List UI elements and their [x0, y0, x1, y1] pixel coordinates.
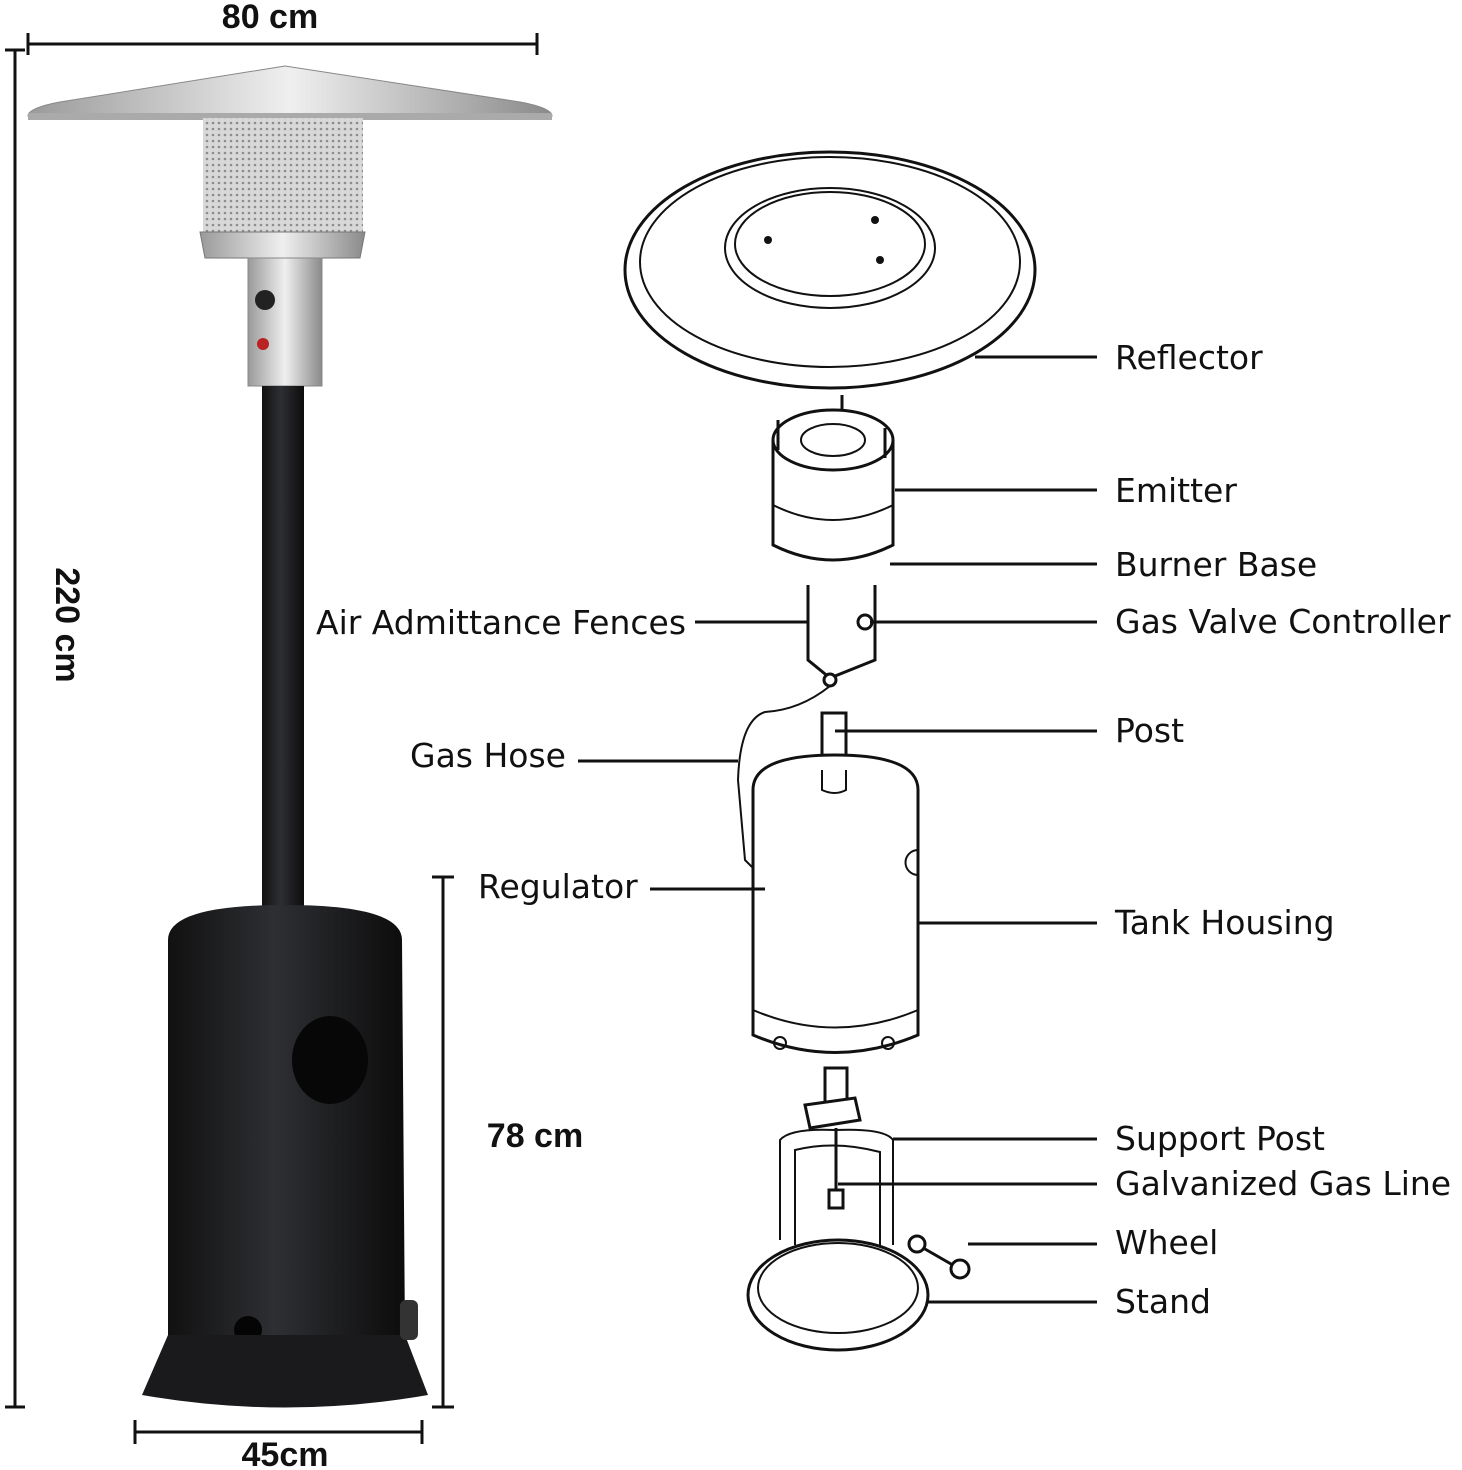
- width-dimension: 80 cm: [26, 0, 539, 55]
- label-stand: Stand: [1115, 1282, 1211, 1321]
- label-galvanized-gas-line: Galvanized Gas Line: [1115, 1164, 1451, 1203]
- label-reflector: Reflector: [1115, 338, 1263, 377]
- label-post: Post: [1115, 711, 1184, 750]
- base-width-label: 45cm: [242, 1436, 329, 1470]
- label-emitter: Emitter: [1115, 471, 1237, 510]
- heater-photo: [27, 65, 553, 1408]
- tank-drawing: [751, 711, 920, 1054]
- label-support-post: Support Post: [1115, 1119, 1325, 1158]
- exploded-view: [623, 150, 1037, 1352]
- label-regulator: Regulator: [478, 867, 638, 906]
- height-label: 220 cm: [48, 567, 86, 682]
- label-gas-hose: Gas Hose: [410, 736, 566, 775]
- width-label: 80 cm: [222, 0, 318, 36]
- label-tank-housing: Tank Housing: [1114, 903, 1335, 942]
- stand-drawing: [746, 1066, 971, 1352]
- label-burner-base: Burner Base: [1115, 545, 1317, 584]
- emitter-drawing: [771, 395, 895, 562]
- wheel-drawing: [907, 1234, 971, 1280]
- label-gas-valve-controller: Gas Valve Controller: [1115, 602, 1451, 641]
- label-air-admittance-fences: Air Admittance Fences: [316, 603, 686, 642]
- reflector-drawing: [623, 150, 1037, 390]
- tank-height-dimension: 78 cm: [432, 875, 583, 1409]
- part-labels: Reflector Emitter Burner Base Gas Valve …: [316, 338, 1451, 1321]
- label-wheel: Wheel: [1115, 1223, 1218, 1262]
- base-width-dimension: 45cm: [133, 1420, 424, 1470]
- tank-height-label: 78 cm: [487, 1117, 583, 1155]
- height-dimension: 220 cm: [5, 48, 86, 1409]
- leader-lines: [578, 355, 1097, 1304]
- gas-valve-drawing: [806, 585, 877, 688]
